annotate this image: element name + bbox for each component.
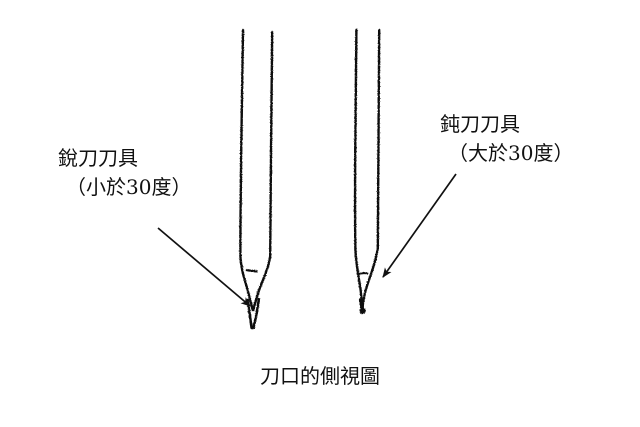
blunt-blade-label-detail: （大於30度） xyxy=(448,141,574,165)
blunt-blade-label-title: 鈍刀刀具 xyxy=(440,112,520,136)
sharp-blade-label-detail: （小於30度） xyxy=(66,175,192,199)
blunt-blade-bevel-mark xyxy=(358,272,369,275)
sharp-blade-arrow xyxy=(157,227,251,307)
sharp-blade-tip-right xyxy=(252,297,261,330)
blunt-blade-shape xyxy=(353,28,381,315)
sharp-blade-bevel-left xyxy=(245,268,258,273)
sharp-blade-label: 銳刀刀具 （小於30度） xyxy=(58,144,191,202)
blunt-blade-tip-dot xyxy=(359,307,366,315)
blunt-blade-left-edge xyxy=(353,28,364,312)
figure-caption: 刀口的側視圖 xyxy=(260,364,380,388)
sharp-blade-label-title: 銳刀刀具 xyxy=(58,146,138,170)
sharp-blade-left-edge xyxy=(239,28,254,312)
blunt-blade-arrow xyxy=(382,173,457,278)
blunt-blade-label: 鈍刀刀具 （大於30度） xyxy=(440,110,573,168)
sharp-blade-right-edge xyxy=(252,30,274,312)
blunt-blade-right-edge xyxy=(361,28,381,312)
sharp-blade-shape xyxy=(239,28,274,330)
